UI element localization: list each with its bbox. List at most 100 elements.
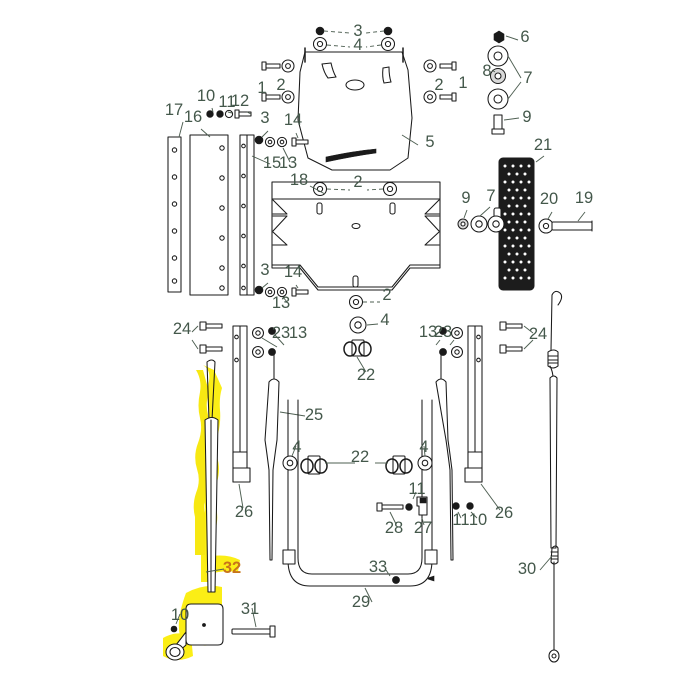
callout-label-3: 3	[353, 22, 362, 40]
callout-label-13: 13	[272, 294, 290, 312]
callout-label-27: 27	[414, 519, 432, 537]
callout-label-9: 9	[461, 189, 470, 207]
fastener-group-2-plate	[312, 181, 398, 310]
callout-label-13: 13	[419, 323, 437, 341]
leader-3u	[261, 130, 269, 138]
callout-label-6: 6	[520, 28, 529, 46]
callout-label-25: 25	[305, 406, 323, 424]
part-17-rail	[167, 136, 182, 293]
callout-label-28: 28	[385, 519, 403, 537]
part-19-20-axle-bolt	[538, 211, 593, 234]
fastener-group-4-22-upper	[343, 316, 379, 373]
callout-label-26: 26	[235, 503, 253, 521]
callout-label-24: 24	[173, 320, 191, 338]
callout-label-23: 23	[434, 323, 452, 341]
callout-label-1: 1	[257, 79, 266, 97]
leader-12	[246, 111, 252, 115]
fastener-group-3-13-14-upper	[254, 135, 309, 148]
fastener-group-10-11-12	[206, 109, 252, 119]
callout-label-22: 22	[357, 366, 375, 384]
callout-label-16: 16	[184, 108, 202, 126]
leader-10	[211, 107, 214, 113]
leader-18	[309, 185, 326, 195]
part-22-bushing-right	[385, 455, 413, 475]
callout-label-2: 2	[434, 76, 443, 94]
callout-label-31: 31	[241, 600, 259, 618]
callout-label-23: 23	[272, 324, 290, 342]
callout-label-7: 7	[486, 187, 495, 205]
leader-13u	[282, 147, 291, 163]
part-22-bushing-left	[300, 455, 328, 475]
callout-label-29: 29	[352, 593, 370, 611]
callout-label-4: 4	[380, 311, 389, 329]
callout-label-14: 14	[284, 111, 302, 129]
callout-label-14: 14	[284, 263, 302, 281]
callout-label-30: 30	[518, 560, 536, 578]
callout-label-33: 33	[369, 558, 387, 576]
callout-label-13: 13	[279, 154, 297, 172]
part-group-bearing-stack	[487, 30, 522, 135]
fastener-group-24-right	[499, 321, 534, 354]
callout-label-20: 20	[540, 190, 558, 208]
callout-label-4: 4	[353, 36, 362, 54]
leader-5	[401, 134, 419, 146]
fastener-group-23-13-left	[251, 326, 285, 359]
callout-label-1: 1	[458, 74, 467, 92]
fastener-group-4-22-lower	[282, 445, 433, 475]
callout-label-13: 13	[289, 324, 307, 342]
callout-label-3: 3	[260, 109, 269, 127]
callout-label-21: 21	[534, 136, 552, 154]
callout-label-15: 15	[263, 154, 281, 172]
leader-13l	[282, 296, 288, 303]
leader-3l	[261, 282, 269, 289]
leader-17	[178, 121, 184, 138]
part-26-rail-right	[464, 325, 501, 511]
callout-label-17: 17	[165, 101, 183, 119]
callout-label-12: 12	[231, 92, 249, 110]
callout-label-10: 10	[469, 511, 487, 529]
callout-label-11: 11	[408, 480, 425, 498]
part-31-bolt	[231, 607, 276, 638]
leader-14l	[295, 284, 299, 289]
callout-label-22: 22	[351, 448, 369, 466]
fastener-group-24-left	[191, 321, 223, 354]
callout-label-8: 8	[482, 62, 491, 80]
callout-label-10: 10	[197, 87, 215, 105]
callout-label-2: 2	[382, 286, 391, 304]
callout-label-18: 18	[290, 171, 308, 189]
callout-label-7: 7	[523, 69, 532, 87]
part-15-rail	[239, 134, 255, 296]
part-5-deck-plate	[297, 47, 413, 171]
part-26-rail-left	[232, 325, 251, 509]
callout-label-11: 11	[452, 511, 469, 529]
callout-label-2: 2	[276, 76, 285, 94]
leader-14u	[295, 132, 299, 139]
part-21-wheel	[493, 155, 545, 291]
callout-label-4: 4	[292, 438, 301, 456]
fastener-group-27-28-11-10	[376, 491, 478, 526]
leader-15	[251, 155, 271, 165]
fastener-group-hub	[457, 206, 505, 233]
callout-label-32: 32	[223, 559, 241, 577]
leader-16	[200, 128, 211, 138]
callout-label-19: 19	[575, 189, 593, 207]
callout-label-11: 11	[218, 93, 235, 111]
callout-label-5: 5	[425, 133, 434, 151]
fastener-group-top-left	[261, 59, 295, 104]
callout-label-4: 4	[419, 438, 428, 456]
callout-label-10: 10	[171, 606, 189, 624]
part-25-handle-tube-right	[435, 351, 454, 561]
callout-label-9: 9	[522, 108, 531, 126]
callout-label-24: 24	[529, 325, 547, 343]
fastener-group-3-13-14-lower	[254, 285, 309, 298]
leader-11	[227, 111, 233, 114]
callout-label-2: 2	[353, 173, 362, 191]
part-18-chassis-plate	[271, 181, 441, 291]
fastener-group-top-right	[423, 59, 457, 104]
fastener-group-3-4-top	[312, 26, 396, 52]
part-16-panel	[189, 134, 229, 296]
callout-label-3: 3	[260, 261, 269, 279]
callout-label-26: 26	[495, 504, 513, 522]
